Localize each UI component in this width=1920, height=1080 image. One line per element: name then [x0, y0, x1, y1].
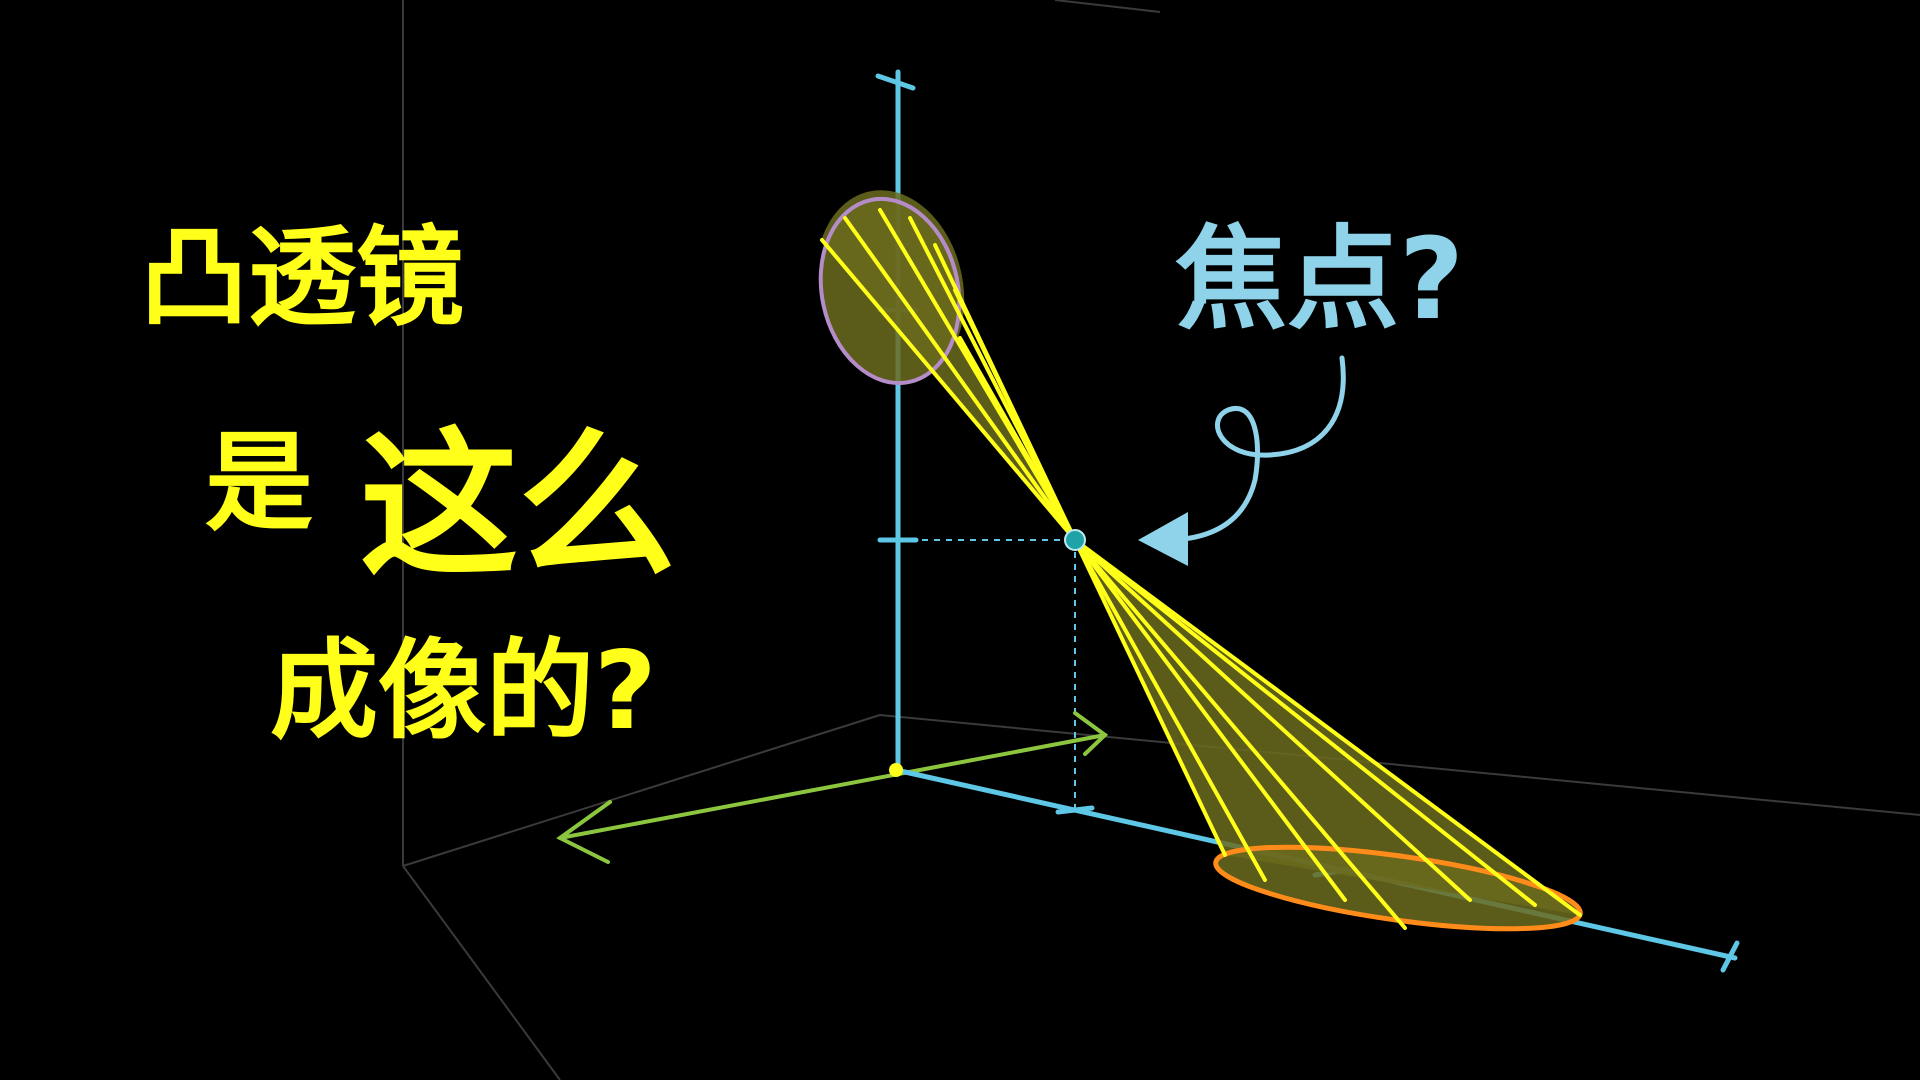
vertical-axis [875, 69, 919, 773]
room-walls [402, 0, 1920, 1080]
callout-arrow-curve [1169, 355, 1346, 543]
lower-rays [1073, 538, 1582, 930]
depth-axis [556, 711, 1109, 864]
horizontal-axis-tick-1 [1055, 805, 1095, 815]
upper-rays [820, 208, 1077, 542]
upper-ray [843, 216, 1077, 542]
title-line2-part2: 这么 [360, 414, 676, 598]
upper-ray [953, 288, 1077, 542]
title-line3: 成像的? [270, 629, 657, 754]
lower-light-cone [1073, 538, 1583, 932]
horizontal-axis-end-tick [1720, 940, 1740, 973]
focal-point-marker [1064, 529, 1086, 551]
upper-ray [820, 238, 1077, 542]
origin-marker [889, 763, 903, 777]
lower-ray [1073, 538, 1347, 902]
callout-arrow [1138, 355, 1346, 566]
wall-floor-right [879, 714, 1920, 816]
depth-axis-arrow-right [1073, 711, 1109, 756]
callout-arrowhead [1138, 512, 1188, 566]
lower-ray [1073, 538, 1582, 917]
upper-ray [958, 336, 1077, 542]
upper-light-cone [818, 190, 1077, 542]
lower-ray [1073, 538, 1227, 857]
depth-axis-line [558, 733, 1107, 840]
lower-ray [1073, 538, 1537, 907]
lower-ray [1073, 538, 1472, 902]
guide-lines [898, 539, 1076, 812]
wall-ceiling-right [1054, 0, 1161, 13]
title-block: 凸透镜 是 这么 成像的? [140, 216, 676, 754]
title-line2-part1: 是 [205, 421, 313, 546]
wall-floor-front [402, 865, 561, 1080]
title-line1: 凸透镜 [140, 216, 464, 341]
callout-label: 焦点? [1175, 215, 1464, 345]
lower-ray [1073, 538, 1407, 930]
depth-axis-arrow-left [556, 800, 612, 864]
wall-floor-left [402, 714, 881, 867]
lower-ray [1073, 538, 1267, 882]
vertical-axis-top-tick [875, 73, 916, 91]
